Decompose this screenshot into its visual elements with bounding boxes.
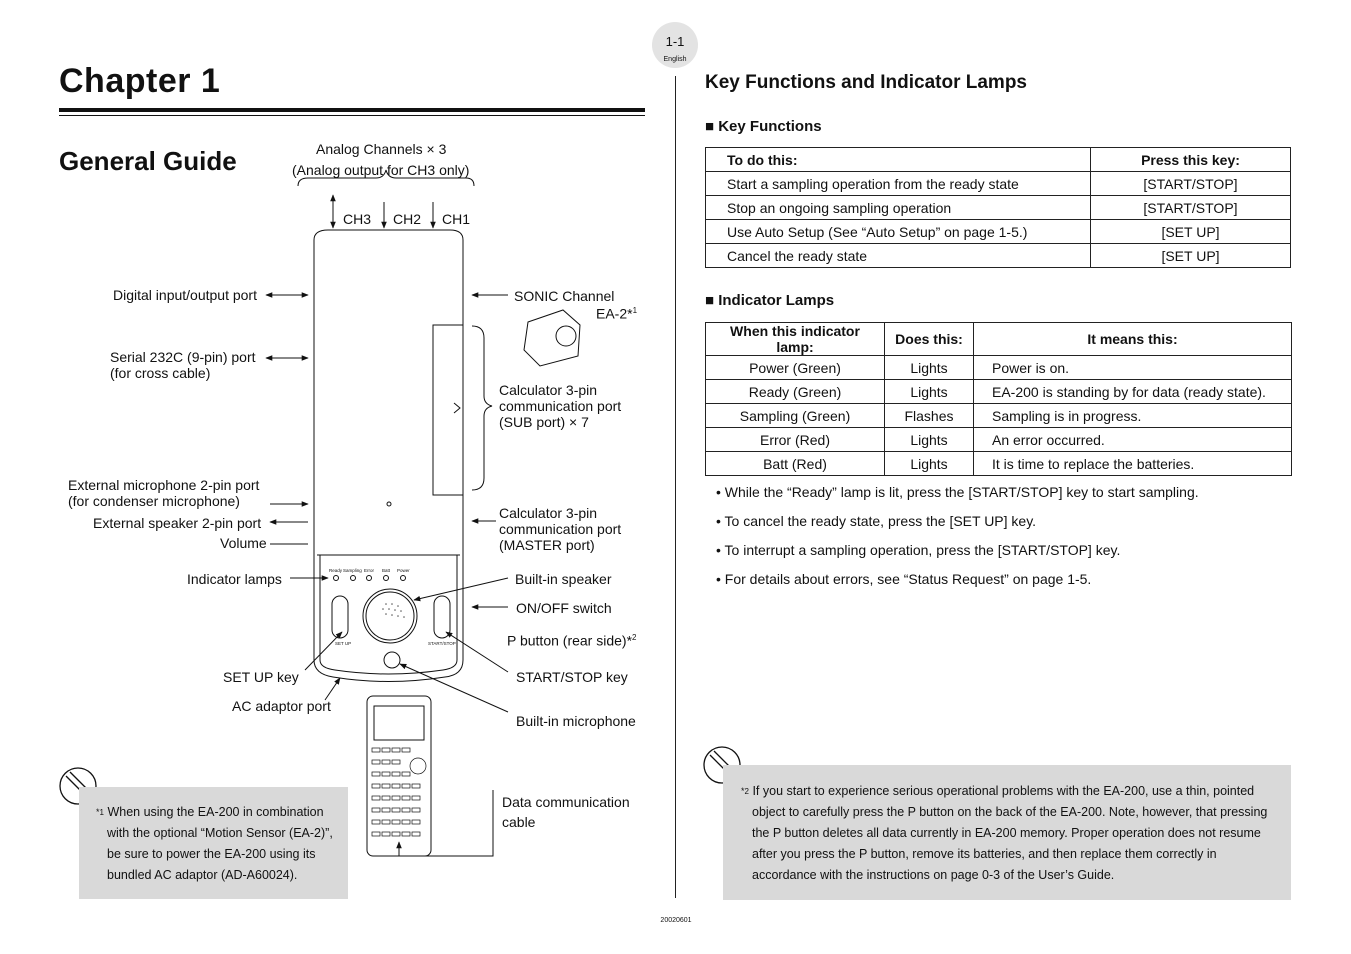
page-language: English xyxy=(663,56,687,63)
label-ext-mic-sub: (for condenser microphone) xyxy=(68,493,240,509)
label-onoff-switch: ON/OFF switch xyxy=(516,600,612,616)
label-ac-adaptor: AC adaptor port xyxy=(232,698,331,714)
note-1-line-4: bundled AC adaptor (AD-A60024). xyxy=(107,868,298,882)
table-row: Cancel the ready state [SET UP] xyxy=(705,243,1291,268)
label-ext-speaker: External speaker 2-pin port xyxy=(93,515,262,531)
label-p-button: P button (rear side)*2 xyxy=(507,632,637,649)
label-setup-key: SET UP key xyxy=(223,669,299,685)
table-row: Stop an ongoing sampling operation [STAR… xyxy=(705,195,1291,220)
note-1-line-2: with the optional “Motion Sensor (EA-2)”… xyxy=(107,826,333,840)
label-calc-sub: Calculator 3-pin xyxy=(499,382,598,398)
indicator-lamps-heading: ■ Indicator Lamps xyxy=(705,292,835,309)
label-startstop-key: START/STOP key xyxy=(516,669,628,685)
label-builtin-speaker: Built-in speaker xyxy=(515,571,612,587)
label-volume: Volume xyxy=(220,535,267,551)
note-2-line-2: object to carefully press the P button o… xyxy=(752,805,1268,819)
page-number: 1-1 xyxy=(665,34,685,49)
label-analog-output: (Analog output for CH3 only) xyxy=(292,162,470,178)
label-calc-master-3: (MASTER port) xyxy=(499,537,595,553)
lamp-label-ready: Ready xyxy=(329,568,343,573)
section-title: General Guide xyxy=(59,146,237,176)
label-ea2: EA-2*1 xyxy=(596,305,638,322)
label-calc-sub-3: (SUB port) × 7 xyxy=(499,414,589,430)
table-row: Ready (Green) Lights EA-200 is standing … xyxy=(705,379,1292,404)
table-row: Use Auto Setup (See “Auto Setup” on page… xyxy=(705,219,1291,244)
list-item: • For details about errors, see “Status … xyxy=(716,571,1092,587)
list-item: • While the “Ready” lamp is lit, press t… xyxy=(716,484,1199,500)
table-row: Sampling (Green) Flashes Sampling is in … xyxy=(705,403,1292,428)
device-startstop-label: START/STOP xyxy=(428,641,456,646)
note-2-line-3: the P button deletes all data currently … xyxy=(752,826,1261,840)
device-diagram xyxy=(59,169,581,857)
note-box-2: *2 If you start to experience serious op… xyxy=(723,765,1291,900)
list-item: • To cancel the ready state, press the [… xyxy=(716,513,1037,529)
list-item: • To interrupt a sampling operation, pre… xyxy=(716,542,1121,558)
indicator-lamps-table: When this indicator lamp: Does this: It … xyxy=(705,322,1292,476)
table-header: When this indicator lamp: Does this: It … xyxy=(705,322,1292,356)
label-data-cable: Data communication xyxy=(502,794,630,810)
device-body xyxy=(313,229,464,682)
chapter-rule-thin xyxy=(59,115,645,116)
lamp-label-power: Power xyxy=(397,568,410,573)
note-2-line-1: *2 If you start to experience serious op… xyxy=(741,784,1255,798)
lamp-label-error: Error xyxy=(364,568,374,573)
device-setup-label: SET UP xyxy=(335,641,352,646)
note-1-line-1: *1 When using the EA-200 in combination xyxy=(96,805,324,819)
label-data-cable-2: cable xyxy=(502,814,536,830)
note-2-line-4: after you press the P button, remove its… xyxy=(752,847,1217,861)
lamp-label-sampling: Sampling xyxy=(343,568,362,573)
table-row: Power (Green) Lights Power is on. xyxy=(705,355,1292,380)
chapter-title: Chapter 1 xyxy=(59,62,221,100)
table-row: Start a sampling operation from the read… xyxy=(705,171,1291,196)
label-builtin-mic: Built-in microphone xyxy=(516,713,636,729)
footer-code: 20020601 xyxy=(660,917,692,924)
note-box-1: *1 When using the EA-200 in combination … xyxy=(79,787,348,899)
label-calc-master-2: communication port xyxy=(499,521,622,537)
label-digital-io: Digital input/output port xyxy=(113,287,257,303)
table-row: Batt (Red) Lights It is time to replace … xyxy=(705,451,1292,476)
page-number-badge xyxy=(652,22,698,68)
note-1-line-3: be sure to power the EA-200 using its xyxy=(107,847,316,861)
label-serial-sub: (for cross cable) xyxy=(110,365,211,381)
key-functions-table: To do this: Press this key: Start a samp… xyxy=(705,147,1291,268)
right-title: Key Functions and Indicator Lamps xyxy=(705,72,1027,93)
label-calc-master: Calculator 3-pin xyxy=(499,505,598,521)
label-calc-sub-2: communication port xyxy=(499,398,622,414)
label-ch1: CH1 xyxy=(442,211,471,227)
chapter-rule xyxy=(59,108,645,112)
key-functions-heading: ■ Key Functions xyxy=(705,118,822,135)
label-ext-mic: External microphone 2-pin port xyxy=(68,477,260,493)
label-indicator-lamps: Indicator lamps xyxy=(187,571,282,587)
label-serial: Serial 232C (9-pin) port xyxy=(110,349,256,365)
note-2-line-5: accordance with the instructions on page… xyxy=(752,868,1115,882)
column-divider xyxy=(675,76,676,898)
table-header: To do this: Press this key: xyxy=(705,147,1291,172)
label-analog-channels: Analog Channels × 3 xyxy=(316,141,447,157)
table-row: Error (Red) Lights An error occurred. xyxy=(705,427,1292,452)
label-sonic-channel: SONIC Channel xyxy=(514,288,615,304)
label-ch3: CH3 xyxy=(343,211,372,227)
lamp-label-batt: Batt xyxy=(382,568,391,573)
bullet-list: • While the “Ready” lamp is lit, press t… xyxy=(716,484,1199,600)
label-ch2: CH2 xyxy=(393,211,422,227)
